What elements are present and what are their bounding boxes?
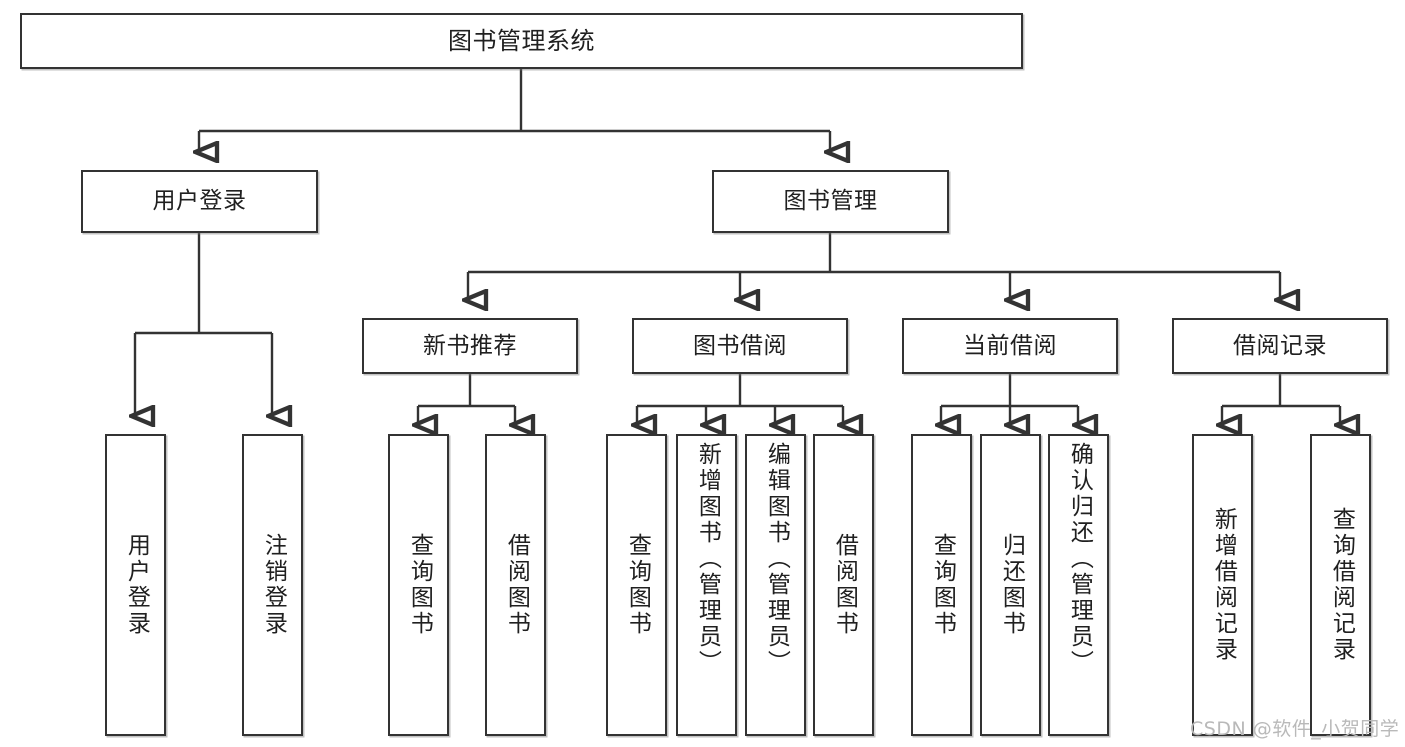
leaf-user-login-login[interactable]: 用户登录 xyxy=(105,434,166,736)
leaf-recommend-query-book[interactable]: 查询图书 xyxy=(388,434,449,736)
node-root-system[interactable]: 图书管理系统 xyxy=(20,13,1023,69)
node-label: 查询借阅记录 xyxy=(1328,507,1355,663)
node-label: 查询图书 xyxy=(406,533,433,637)
leaf-current-confirm-return-admin[interactable]: 确认归还（管理员） xyxy=(1048,434,1109,736)
node-label: 查询图书 xyxy=(624,533,651,637)
leaf-current-return-book[interactable]: 归还图书 xyxy=(980,434,1041,736)
node-label: 编辑图书（管理员） xyxy=(763,442,790,676)
node-label: 借阅图书 xyxy=(831,533,858,637)
node-label: 图书借阅 xyxy=(693,332,787,359)
node-label: 新增图书（管理员） xyxy=(694,442,721,676)
leaf-current-query-book[interactable]: 查询图书 xyxy=(911,434,972,736)
node-label: 当前借阅 xyxy=(963,332,1057,359)
node-label: 图书管理 xyxy=(783,188,878,214)
leaf-record-query-record[interactable]: 查询借阅记录 xyxy=(1310,434,1371,736)
leaf-user-login-logout[interactable]: 注销登录 xyxy=(242,434,303,736)
node-user-login[interactable]: 用户登录 xyxy=(81,170,318,233)
node-label: 图书管理系统 xyxy=(448,27,595,55)
node-current-borrow[interactable]: 当前借阅 xyxy=(902,318,1118,374)
node-label: 借阅记录 xyxy=(1233,332,1327,359)
node-label: 确认归还（管理员） xyxy=(1066,442,1093,676)
node-label: 用户登录 xyxy=(152,188,247,214)
node-borrow-record[interactable]: 借阅记录 xyxy=(1172,318,1388,374)
node-book-borrow[interactable]: 图书借阅 xyxy=(632,318,848,374)
node-label: 查询图书 xyxy=(929,533,956,637)
node-label: 借阅图书 xyxy=(503,533,530,637)
leaf-borrow-query-book[interactable]: 查询图书 xyxy=(606,434,667,736)
node-label: 注销登录 xyxy=(260,533,287,637)
node-new-book-recommend[interactable]: 新书推荐 xyxy=(362,318,578,374)
leaf-borrow-add-book-admin[interactable]: 新增图书（管理员） xyxy=(676,434,737,736)
node-book-management[interactable]: 图书管理 xyxy=(712,170,949,233)
leaf-borrow-edit-book-admin[interactable]: 编辑图书（管理员） xyxy=(745,434,806,736)
node-label: 新书推荐 xyxy=(423,332,517,359)
node-label: 归还图书 xyxy=(998,533,1025,637)
leaf-borrow-borrow-book[interactable]: 借阅图书 xyxy=(813,434,874,736)
leaf-record-add-record[interactable]: 新增借阅记录 xyxy=(1192,434,1253,736)
csdn-watermark: CSDN @软件_小贺同学 xyxy=(1190,718,1400,740)
node-label: 用户登录 xyxy=(123,533,150,637)
node-label: 新增借阅记录 xyxy=(1210,507,1237,663)
leaf-recommend-borrow-book[interactable]: 借阅图书 xyxy=(485,434,546,736)
